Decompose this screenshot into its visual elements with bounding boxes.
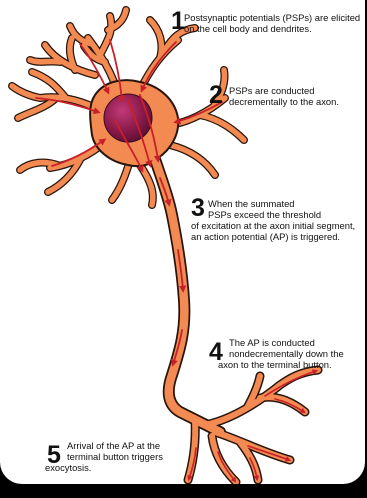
step-5-number: 5 [47, 443, 61, 468]
step-3-line-4: an action potential (AP) is triggered. [191, 231, 355, 242]
axon [152, 150, 220, 432]
step-4-annotation: 4 The AP is conducted nondecrementally d… [229, 337, 344, 370]
step-3-line-3: of excitation at the axon initial segmen… [191, 220, 355, 231]
step-2-line-1: PSPs are conducted [229, 85, 339, 96]
step-4-line-1: The AP is conducted [229, 337, 344, 348]
step-1-line-1: Postsynaptic potentials (PSPs) are elici… [184, 12, 360, 23]
step-4-number: 4 [209, 340, 223, 365]
step-2-line-2: decrementally to the axon. [229, 96, 339, 107]
step-1-annotation: 1 Postsynaptic potentials (PSPs) are eli… [184, 12, 360, 34]
step-2-annotation: 2 PSPs are conducted decrementally to th… [229, 85, 339, 107]
step-3-annotation: 3 When the summated PSPs exceed the thre… [191, 198, 355, 242]
step-3-number: 3 [191, 196, 205, 221]
step-5-line-2: terminal button triggers [67, 451, 163, 462]
step-5-line-3: exocytosis. [45, 462, 163, 473]
step-1-number: 1 [171, 9, 185, 34]
step-1-line-2: on the cell body and dendrites. [184, 23, 360, 34]
step-4-line-2: nondecrementally down the [229, 348, 344, 359]
step-3-line-2: PSPs exceed the threshold [191, 209, 355, 220]
step-2-number: 2 [209, 83, 223, 108]
step-4-line-3: axon to the terminal button. [218, 359, 344, 370]
step-5-annotation: 5 Arrival of the AP at the terminal butt… [67, 440, 163, 473]
step-3-line-1: When the summated [191, 198, 355, 209]
neuron-diagram [0, 0, 365, 484]
step-5-line-1: Arrival of the AP at the [67, 440, 163, 451]
figure-panel: 1 Postsynaptic potentials (PSPs) are eli… [0, 0, 365, 484]
